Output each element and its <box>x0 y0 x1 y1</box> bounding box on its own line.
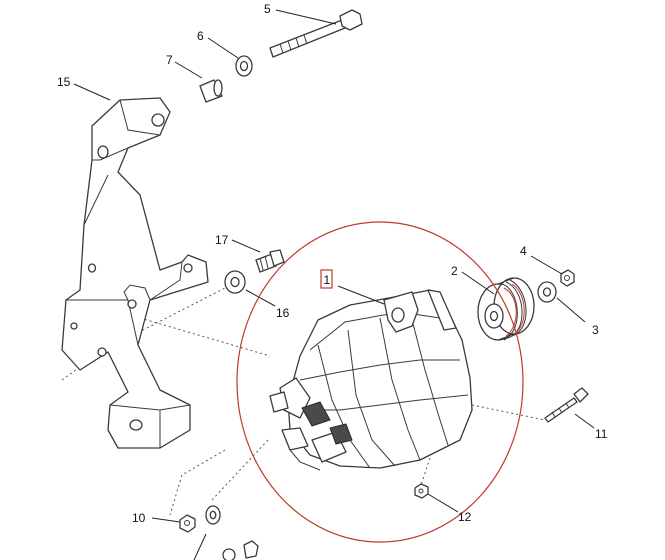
alternator-nut <box>414 483 429 499</box>
alternator <box>269 289 473 471</box>
pulley-nut <box>560 269 575 287</box>
callout-labels: 1 2 3 4 5 6 7 10 11 12 15 16 17 <box>57 2 608 525</box>
pulley-washer <box>537 281 557 303</box>
callout-4: 4 <box>520 244 527 258</box>
highlight-marker <box>236 221 524 543</box>
callout-1: 1 <box>324 273 331 287</box>
washer <box>235 55 253 77</box>
leader-lines <box>73 9 595 560</box>
stud-bolt <box>255 249 285 273</box>
callout-10: 10 <box>132 511 146 525</box>
callout-17: 17 <box>215 233 229 247</box>
callout-15: 15 <box>57 75 71 89</box>
bracket-washer <box>205 505 221 525</box>
long-bolt <box>269 9 363 58</box>
callout-6: 6 <box>197 29 204 43</box>
callout-7: 7 <box>166 53 173 67</box>
pulley <box>477 277 535 341</box>
mounting-bracket <box>61 97 209 449</box>
dotted-guide-lines <box>61 287 546 516</box>
callout-12: 12 <box>458 510 472 524</box>
highlight-circle <box>236 221 524 543</box>
sleeve <box>199 79 223 103</box>
callout-16: 16 <box>276 306 290 320</box>
mounting-bolt <box>544 387 589 423</box>
spacer-washer <box>224 270 246 294</box>
bracket-nut <box>179 514 196 533</box>
callout-3: 3 <box>592 323 599 337</box>
lower-fastener-parts <box>222 540 259 560</box>
callout-2: 2 <box>451 264 458 278</box>
callout-11: 11 <box>595 427 608 441</box>
callout-5: 5 <box>264 2 271 16</box>
highlight-box <box>320 269 333 289</box>
